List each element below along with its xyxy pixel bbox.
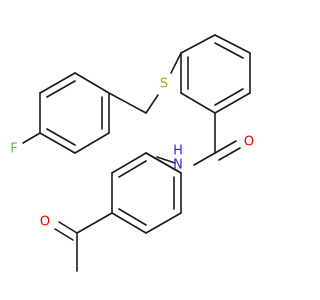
bond (111, 212, 147, 234)
bond (170, 52, 182, 74)
bond (193, 152, 216, 166)
bond (180, 92, 216, 114)
bond-inner (46, 80, 76, 98)
bond-inner (118, 208, 147, 226)
bond (39, 72, 76, 94)
benzamide-ring (180, 34, 251, 114)
fluorine-atom-label: F (10, 142, 17, 157)
bond (214, 140, 237, 154)
bond (54, 228, 74, 241)
fluorophenyl-ring (22, 72, 110, 154)
acetyl-group (54, 212, 113, 272)
bond-inner (214, 42, 244, 59)
bond (145, 212, 182, 234)
bond (58, 221, 78, 234)
bond (218, 147, 241, 161)
bond (111, 152, 147, 174)
acetylphenyl-ring (111, 152, 182, 234)
bond (74, 132, 110, 154)
amide-oxygen-label: O (244, 135, 254, 150)
bond (145, 152, 182, 174)
amide-group (156, 112, 241, 166)
ketone-oxygen-label: O (40, 215, 50, 230)
bond (145, 94, 159, 114)
molecule-structure: S F H N O O (10, 34, 254, 272)
bond (214, 92, 251, 114)
bond (214, 34, 251, 54)
bond (76, 212, 113, 234)
sulfur-atom-label: S (160, 77, 168, 92)
amide-nitrogen-label: N (173, 158, 183, 173)
thioether-linker (108, 52, 182, 114)
bond (39, 132, 76, 154)
bond-inner (46, 128, 76, 146)
amide-hydrogen-label: H (173, 144, 183, 159)
bond-inner (118, 160, 147, 178)
bond (180, 34, 216, 54)
bond (74, 72, 110, 94)
bond (22, 132, 41, 144)
bond-inner (214, 88, 244, 106)
bond (108, 92, 147, 114)
bond (156, 156, 176, 164)
